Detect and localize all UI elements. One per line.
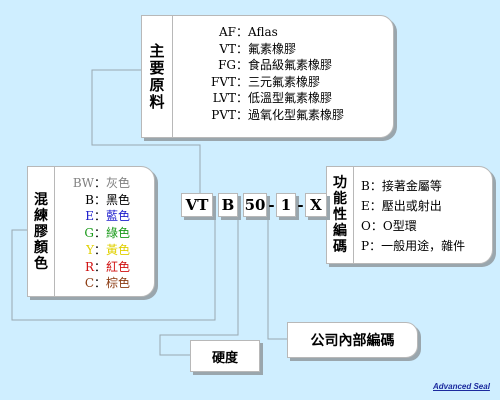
function-item: O：O型環 [361,219,417,233]
material-item: FG：食品級氟素橡膠 [218,58,333,72]
material-item: AF：Aflas [219,25,278,39]
hardness-label: 硬度 [190,340,260,372]
material-item: FVT：三元氟素橡膠 [211,74,321,89]
part-number: VT B 50 - 1 - X [181,193,327,217]
pn-hardness-segment: 50 [243,193,267,217]
color-item: G：綠色 [84,226,131,241]
function-label: 功 能 性 編 碼 [327,167,354,263]
color-item: B：黑色 [85,192,131,207]
pn-dash: - [268,196,275,214]
color-item: R：紅色 [84,259,131,274]
color-item: E：藍色 [85,209,131,224]
color-item: BW：灰色 [72,176,131,190]
color-item: C：棕色 [84,276,131,291]
pn-dash: - [297,196,304,214]
function-panel: 功 能 性 編 碼 B：接著金屬等 E：壓出或射出 O：O型環 P：一般用途，雜… [326,166,493,264]
color-list: BW：灰色 B：黑色 E：藍色 G：綠色 Y：黃色 R：紅色 C：棕色 [62,175,130,296]
material-item: PVT：過氧化型氟素橡膠 [211,107,345,122]
material-item: LVT：低溫型氟素橡膠 [212,91,333,105]
color-item: Y：黃色 [86,242,131,257]
pn-color-segment: B [218,193,238,217]
function-item: E：壓出或射出 [361,199,442,213]
function-list: B：接著金屬等 E：壓出或射出 O：O型環 P：一般用途，雜件 [361,176,465,263]
pn-material-segment: VT [181,193,213,217]
brand-link[interactable]: Advanced Seal [433,382,490,391]
material-panel: 主 要 原 料 AF：Aflas VT：氟素橡膠 FG：食品級氟素橡膠 FVT：… [141,15,394,138]
pn-function-segment: X [305,193,327,217]
pn-company-segment: 1 [276,193,296,217]
material-list: AF：Aflas VT：氟素橡膠 FG：食品級氟素橡膠 FVT：三元氟素橡膠 L… [180,24,344,137]
color-panel: 混 練 膠 顏 色 BW：灰色 B：黑色 E：藍色 G：綠色 Y：黃色 R：紅色… [27,166,155,297]
material-item: VT：氟素橡膠 [219,41,297,56]
function-item: B：接著金屬等 [361,179,442,193]
material-label: 主 要 原 料 [142,16,173,137]
color-label: 混 練 膠 顏 色 [28,167,55,296]
function-item: P：一般用途，雜件 [361,239,466,253]
company-code-label: 公司內部編碼 [287,322,418,358]
